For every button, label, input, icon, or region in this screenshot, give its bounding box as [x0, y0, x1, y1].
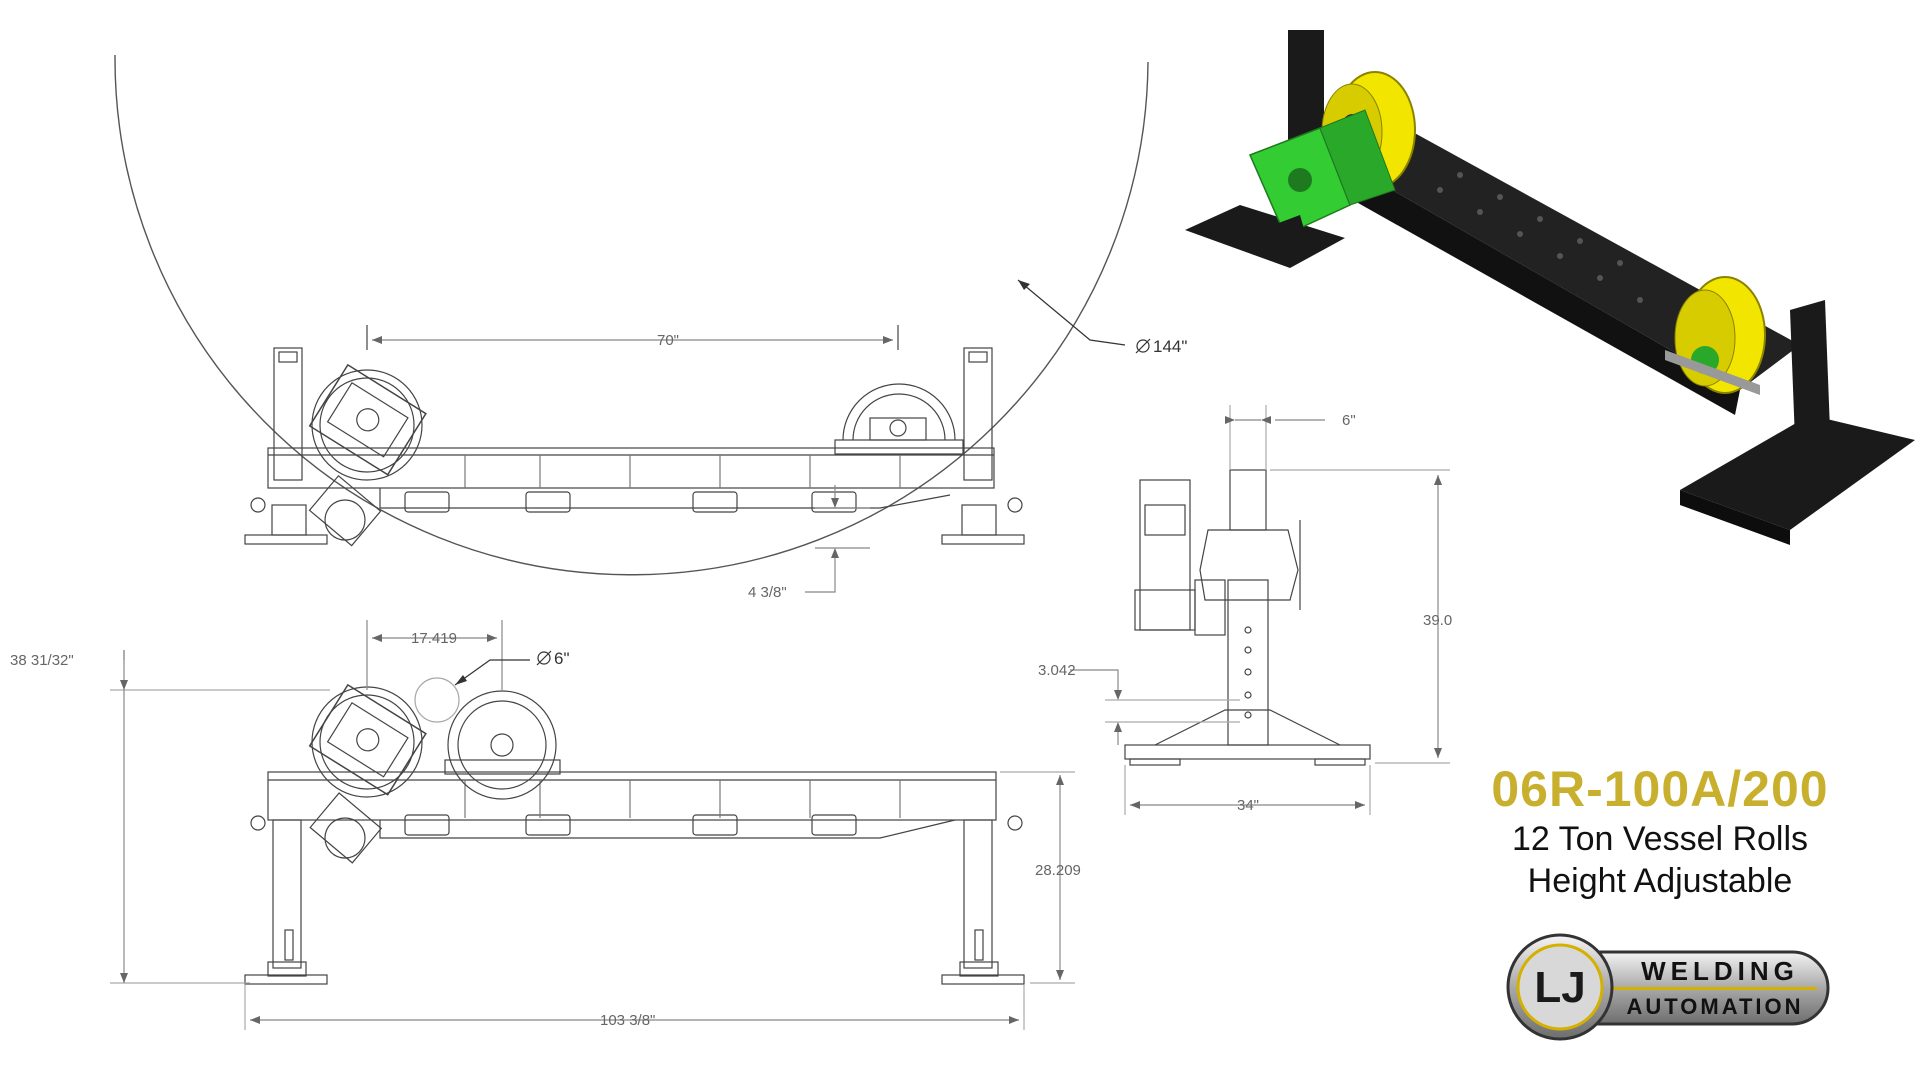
dim-base-width: 34"	[1237, 797, 1259, 814]
end-post	[1227, 579, 1269, 746]
right-foot	[941, 534, 1025, 545]
vessel-outline	[114, 54, 1149, 576]
idler-wheel-bottom	[447, 690, 557, 800]
dim-roll-spacing: 70"	[657, 332, 679, 349]
drive-wheel-top	[311, 369, 423, 481]
product-feature: Height Adjustable	[1527, 862, 1793, 900]
main-beam-bottom	[267, 771, 997, 821]
product-capacity: 12 Ton Vessel Rolls	[1511, 820, 1809, 858]
iso-near-post	[1790, 300, 1830, 440]
iso-near-foot	[1680, 415, 1915, 530]
end-motor	[1139, 479, 1191, 631]
dim-length-overall: 103 3/8"	[600, 1012, 655, 1029]
logo-word-automation: AUTOMATION	[1626, 994, 1803, 1019]
dim-wheel-spacing: 17.419	[411, 630, 457, 647]
product-info: 06R-100A/200 12 Ton Vessel Rolls Height …	[1460, 760, 1860, 902]
front-view-bottom: 17.419 6" 38 31/32" 28.209	[10, 620, 1081, 1030]
dim-end-height: 39.0	[1423, 612, 1452, 629]
end-saddle	[1199, 529, 1299, 601]
dim-vessel-diameter: 144"	[1153, 337, 1187, 356]
min-vessel	[414, 677, 460, 723]
left-foot	[244, 534, 328, 545]
dim-end-offset: 3.042	[1038, 662, 1076, 679]
isometric-render	[1185, 30, 1915, 545]
end-base-plate	[1124, 744, 1371, 760]
right-leg	[963, 819, 993, 969]
dim-frame-height: 28.209	[1035, 862, 1081, 879]
motor-top	[308, 474, 382, 547]
left-post	[273, 347, 303, 481]
logo-word-welding: WELDING	[1641, 956, 1799, 986]
front-view-top: 70" 144" 4 3/8"	[114, 54, 1187, 601]
dim-height-overall: 38 31/32"	[10, 652, 74, 669]
model-number: 06R-100A/200	[1491, 761, 1829, 817]
dim-vessel-min: 6"	[554, 649, 570, 668]
main-beam	[267, 447, 995, 489]
logo-monogram: LJ	[1534, 963, 1585, 1012]
idler-wheel-top	[842, 383, 956, 441]
right-post	[963, 347, 993, 481]
beam-slots	[404, 491, 857, 513]
company-logo: LJ WELDING AUTOMATION	[1506, 933, 1830, 1041]
dim-end-width: 6"	[1342, 412, 1356, 429]
left-leg	[272, 819, 302, 969]
gearbox-top	[308, 363, 427, 476]
end-view: 6" 39.0 3.042 34"	[1038, 405, 1452, 815]
dim-height-adjust: 4 3/8"	[748, 584, 787, 601]
